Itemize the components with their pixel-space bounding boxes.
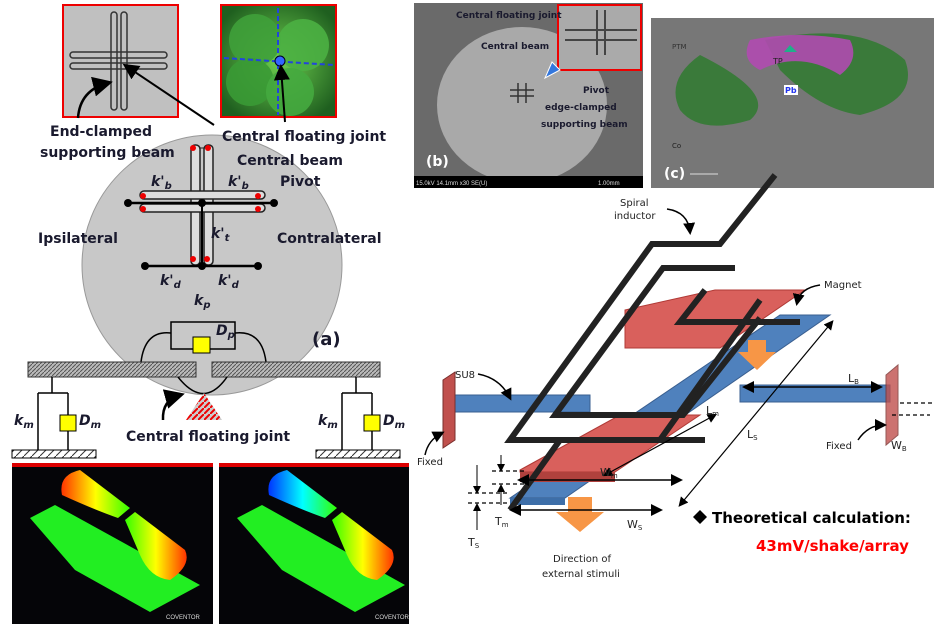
svg-text:km: km bbox=[14, 413, 34, 431]
svg-text:Lm: Lm bbox=[706, 404, 719, 418]
wb-label: W bbox=[891, 439, 902, 452]
kt-symbol: k' bbox=[211, 226, 225, 242]
stimuli-label-1: Direction of bbox=[553, 554, 611, 565]
panel-a: End-clamped supporting beam Central floa… bbox=[11, 4, 405, 459]
dp-symbol: D bbox=[216, 323, 228, 339]
pivot-label: Pivot bbox=[280, 174, 321, 190]
svg-text:WB: WB bbox=[891, 439, 907, 453]
simulation-left: COVENTOR bbox=[12, 463, 213, 624]
end-clamped-label-2: supporting beam bbox=[40, 145, 175, 161]
b-edge-clamped-label-1: edge-clamped bbox=[545, 103, 617, 113]
stimuli-label-2: external stimuli bbox=[542, 569, 620, 580]
svg-text:WS: WS bbox=[627, 518, 643, 532]
scale-bar-label: 1.00mm bbox=[598, 181, 620, 187]
sem-info: 15.0kV 14.1mm x30 SE(U) bbox=[416, 181, 487, 187]
contralateral-label: Contralateral bbox=[277, 231, 382, 247]
b-central-beam-label: Central beam bbox=[481, 42, 549, 52]
b-pivot-label: Pivot bbox=[583, 86, 610, 96]
tm-label: T bbox=[494, 515, 502, 528]
panel-b-sem: 15.0kV 14.1mm x30 SE(U) 1.00mm Central f… bbox=[414, 3, 643, 188]
kb-left-symbol: k' bbox=[151, 174, 165, 190]
svg-text:kp: kp bbox=[194, 293, 210, 311]
svg-text:Dm: Dm bbox=[383, 413, 405, 431]
beam-right bbox=[211, 361, 381, 378]
tp-label: TP bbox=[772, 57, 783, 66]
ls-label: L bbox=[747, 428, 754, 441]
end-clamped-label-1: End-clamped bbox=[50, 124, 152, 140]
ws-label: W bbox=[627, 518, 638, 531]
device-schematic: Spiral inductor Magnet SU8 Fixed Fixed L… bbox=[417, 173, 935, 580]
svg-text:LS: LS bbox=[747, 428, 758, 442]
kb-right-symbol: k' bbox=[228, 174, 242, 190]
svg-text:k'd: k'd bbox=[218, 273, 240, 291]
spiral-label-2: inductor bbox=[614, 211, 656, 222]
b-edge-clamped-label-2: supporting beam bbox=[541, 120, 628, 130]
pb-label: Pb bbox=[785, 86, 797, 95]
lm-label: L bbox=[706, 404, 713, 417]
svg-text:Tm: Tm bbox=[494, 515, 509, 529]
panel-c-micrograph: Pb TP PTM Co (c) bbox=[651, 18, 934, 188]
magnet-label: Magnet bbox=[824, 280, 862, 291]
svg-text:km: km bbox=[318, 413, 338, 431]
svg-text:k't: k't bbox=[211, 226, 231, 244]
joint-triangle bbox=[186, 393, 222, 420]
central-beam-label: Central beam bbox=[237, 153, 343, 169]
svg-text:k'b: k'b bbox=[151, 174, 172, 192]
inset-cross-beam bbox=[62, 4, 179, 118]
cross-beam-structure bbox=[139, 144, 266, 266]
theory-value: 43mV/shake/array bbox=[756, 537, 909, 555]
svg-text:Wm: Wm bbox=[600, 466, 618, 480]
svg-text:Dp: Dp bbox=[216, 323, 235, 341]
svg-text:LB: LB bbox=[848, 372, 859, 386]
damper-dp bbox=[192, 336, 211, 354]
panel-c-label: (c) bbox=[664, 166, 685, 182]
ipsilateral-label: Ipsilateral bbox=[38, 231, 118, 247]
svg-text:k'd: k'd bbox=[160, 273, 182, 291]
svg-text:k'b: k'b bbox=[228, 174, 249, 192]
central-floating-joint-bottom-label: Central floating joint bbox=[126, 429, 290, 445]
b-central-floating-joint-label: Central floating joint bbox=[456, 11, 562, 21]
svg-text:TS: TS bbox=[467, 536, 480, 550]
theory-label: Theoretical calculation: bbox=[712, 509, 911, 527]
coventor-watermark-left: COVENTOR bbox=[166, 615, 201, 621]
beam-left bbox=[27, 361, 197, 378]
kd-right-symbol: k' bbox=[218, 273, 232, 289]
wm-label: W bbox=[600, 466, 611, 479]
kd-left-symbol: k' bbox=[160, 273, 174, 289]
co-label: Co bbox=[672, 142, 681, 150]
su8-label: SU8 bbox=[455, 370, 475, 381]
central-floating-joint-label: Central floating joint bbox=[222, 129, 386, 145]
simulation-right: COVENTOR bbox=[219, 463, 410, 624]
coventor-watermark-right: COVENTOR bbox=[375, 615, 410, 621]
inset-clover-photo bbox=[220, 4, 337, 118]
km-right-symbol: k bbox=[318, 413, 329, 429]
left-suspension bbox=[37, 377, 69, 450]
panel-b-label: (b) bbox=[426, 154, 449, 170]
spiral-label-1: Spiral bbox=[620, 198, 649, 209]
panel-a-label: (a) bbox=[312, 329, 341, 350]
fixed-left-label: Fixed bbox=[417, 457, 443, 468]
anchor-left bbox=[442, 371, 456, 449]
fixed-right-label: Fixed bbox=[826, 441, 852, 452]
ts-label: T bbox=[467, 536, 475, 549]
pivot-dots bbox=[140, 145, 261, 262]
right-suspension bbox=[341, 377, 373, 450]
anchor-right bbox=[885, 363, 899, 447]
dm-left-symbol: D bbox=[79, 413, 91, 429]
lb-label: L bbox=[848, 372, 855, 385]
kp-symbol: k bbox=[194, 293, 205, 309]
svg-text:Dm: Dm bbox=[79, 413, 101, 431]
dm-right-symbol: D bbox=[383, 413, 395, 429]
bullet-diamond-icon bbox=[693, 510, 707, 524]
km-left-symbol: k bbox=[14, 413, 25, 429]
ptm-label: PTM bbox=[672, 43, 687, 51]
